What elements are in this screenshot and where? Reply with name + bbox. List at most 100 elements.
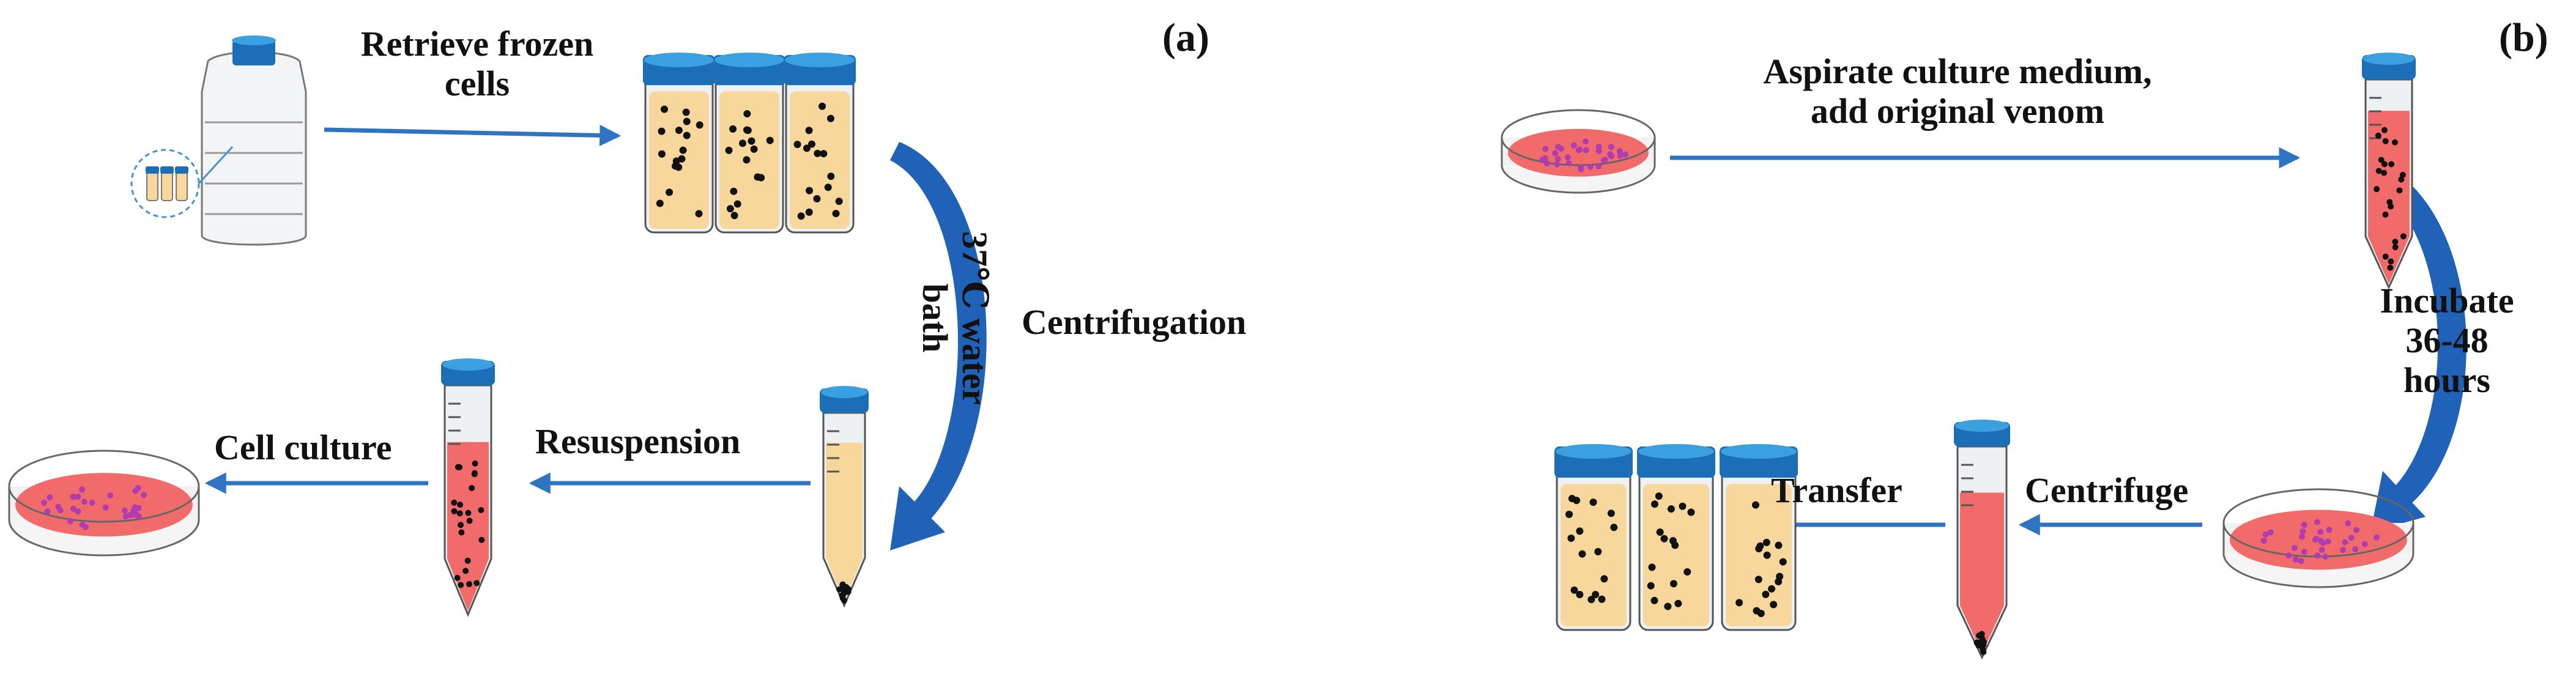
tube-resuspended-cell <box>464 557 471 564</box>
petri-dish-b2-cell <box>2301 522 2307 528</box>
tube-venom-cell <box>2381 169 2388 176</box>
vial-5-cell <box>1656 528 1664 536</box>
vial-4-cell <box>1587 596 1595 604</box>
vial-5-cell <box>1660 535 1668 543</box>
vial-2-cell <box>729 125 737 133</box>
vial-6-cell <box>1768 585 1776 593</box>
tube-venom-cell <box>2381 127 2388 133</box>
vial-4-cell <box>1576 591 1584 599</box>
petri-dish-b2-cell <box>2345 520 2351 527</box>
tube-venom-cell <box>2388 161 2395 168</box>
tube-resuspended-liquid <box>447 442 489 611</box>
vial-5-cell <box>1667 505 1675 513</box>
label-incubate-line2: 36-48 <box>2405 320 2489 360</box>
petri-dish-b2-cell <box>2298 558 2304 565</box>
vial-3-cell <box>835 198 843 206</box>
vial-3-cell <box>807 140 815 148</box>
petri-dish-b2-cell <box>2353 527 2360 533</box>
vial-1-cell <box>672 162 680 170</box>
vial-3-cell <box>813 194 821 202</box>
petri-dish-b2-cell <box>2373 534 2380 541</box>
vial-1-cell <box>658 127 666 135</box>
petri-dish-a <box>8 450 200 557</box>
petri-dish-a-cell <box>81 498 87 505</box>
vial-1-cell <box>678 155 686 163</box>
label-resuspension: Resuspension <box>535 421 741 461</box>
petri-dish-b2-cell <box>2298 533 2305 540</box>
tube-resuspended-cell <box>465 509 472 516</box>
tube-venom <box>2362 53 2416 290</box>
vial-5-cell <box>1683 568 1691 576</box>
petri-dish-a-cell <box>121 507 128 514</box>
petri-dish-a-cell <box>89 499 95 506</box>
tube-venom-cell <box>2381 161 2388 168</box>
petri-dish-a-cell <box>67 518 73 525</box>
petri-dish-b2-cell <box>2260 538 2267 544</box>
petri-dish-b1-cell <box>1554 161 1561 168</box>
petri-dish-b1-cell <box>1617 148 1624 155</box>
vial-4-cell <box>1600 575 1608 583</box>
vial-1-cell <box>682 108 690 116</box>
vial-4-cap-top <box>1556 444 1631 459</box>
label-water-bath: 37℃ water bath <box>915 208 995 428</box>
vial-5-cell <box>1650 596 1658 604</box>
vial-6-cell <box>1757 610 1765 618</box>
vial-4-cell <box>1570 586 1578 594</box>
vial-3-cell <box>793 141 801 149</box>
petri-dish-b1-cell <box>1571 142 1578 149</box>
vial-3-cell <box>814 149 822 157</box>
sample-mini-cap <box>146 166 159 174</box>
petri-dish-b1-cell <box>1583 138 1589 145</box>
tube-venom-cell <box>2382 138 2389 144</box>
petri-dish-b2-cell <box>2291 544 2298 551</box>
tube-centrifuged-liquid <box>826 442 863 602</box>
vial-4-cell <box>1607 509 1615 517</box>
petri-dish-a-rim <box>8 450 200 523</box>
tube-resuspended-cell <box>472 460 478 467</box>
nitrogen-tank-body <box>201 51 307 246</box>
petri-dish-b1-cell <box>1542 146 1549 152</box>
petri-dish-b2-cell <box>2314 519 2320 525</box>
vial-2-cell <box>743 110 751 118</box>
tube-venom-cell <box>2387 264 2394 271</box>
petri-dish-b2-cell <box>2352 546 2359 552</box>
vial-6-cell <box>1763 551 1771 559</box>
tube-resuspended-cell <box>451 508 458 514</box>
vial-1-cell <box>658 150 666 158</box>
petri-dish-a-cell <box>41 499 48 506</box>
vial-5-cell <box>1655 492 1663 500</box>
label-incubate-line1: Incubate <box>2380 281 2514 320</box>
vial-1-cell <box>683 117 691 125</box>
vial-2-cell <box>750 145 758 153</box>
petri-dish-b1-cell <box>1539 157 1546 163</box>
petri-dish-a-cell <box>128 511 135 518</box>
petri-dish-b1-cell <box>1595 163 1602 169</box>
petri-dish-b2-cell <box>2318 538 2325 544</box>
vial-1-cap-top <box>644 53 714 67</box>
label-incubate-line3: hours <box>2403 360 2490 400</box>
vial-3-cell <box>797 212 805 220</box>
petri-dish-b2-cell <box>2361 541 2368 547</box>
tube-resuspended-cap-top <box>442 358 494 371</box>
petri-dish-b2-cell <box>2348 535 2355 541</box>
label-bath-line1: 37℃ water <box>954 231 995 405</box>
label-cell-culture: Cell culture <box>214 428 392 467</box>
petri-dish-a-cell <box>122 513 129 520</box>
vial-2-cell <box>730 187 738 195</box>
petri-dish-b2-cell <box>2326 527 2333 533</box>
petri-dish-b2 <box>2222 488 2415 588</box>
vial-6-cell <box>1770 601 1778 609</box>
vial-3-cell <box>806 187 814 194</box>
petri-dish-b1-cell <box>1622 151 1629 158</box>
vial-6-cell <box>1775 541 1783 549</box>
vial-3-cell <box>827 172 835 180</box>
vial-1 <box>643 53 715 234</box>
vial-4-cell <box>1565 510 1573 518</box>
tube-resuspended-cell <box>456 464 463 470</box>
petri-dish-b2-cell <box>2314 552 2321 559</box>
tube-centrifuged-b-cell <box>1975 642 1982 649</box>
vial-3-cell <box>803 144 811 152</box>
vial-3-cell <box>832 210 840 218</box>
curved-arrow-a <box>890 142 987 550</box>
